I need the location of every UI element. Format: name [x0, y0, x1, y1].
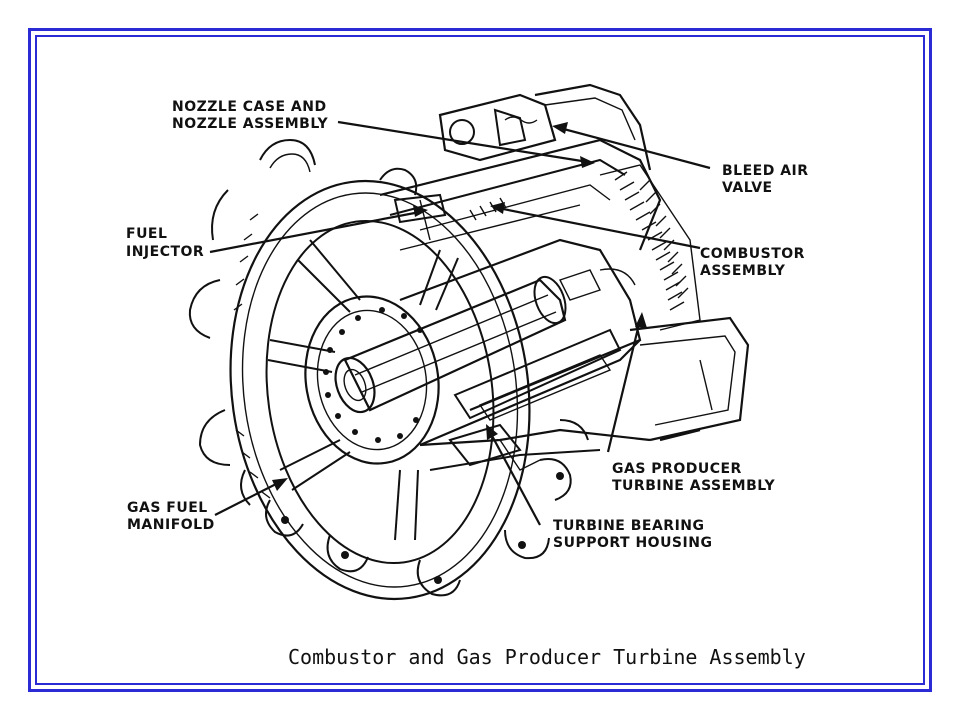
inner-frame [35, 35, 925, 685]
label-bleed-air-line1: BLEED AIR [722, 163, 809, 179]
label-nozzle-case-line2: NOZZLE ASSEMBLY [172, 116, 329, 132]
label-fuel-injector-line2: INJECTOR [126, 244, 204, 260]
label-combustor-line2: ASSEMBLY [700, 263, 786, 279]
leader-lines [209, 120, 711, 526]
label-nozzle-case-line1: NOZZLE CASE AND [172, 99, 327, 115]
label-fuel-injector-line1: FUEL [126, 226, 167, 242]
outer-frame [28, 28, 932, 692]
figure-caption: Combustor and Gas Producer Turbine Assem… [288, 645, 806, 669]
label-combustor-line1: COMBUSTOR [700, 246, 805, 262]
label-gas-producer-line2: TURBINE ASSEMBLY [612, 478, 776, 494]
label-bleed-air-line2: VALVE [722, 180, 773, 196]
callout-labels: NOZZLE CASE AND NOZZLE ASSEMBLY BLEED AI… [126, 99, 809, 551]
label-gas-fuel-line1: GAS FUEL [127, 500, 208, 516]
label-gas-producer-line1: GAS PRODUCER [612, 461, 742, 477]
label-turbine-bearing-line2: SUPPORT HOUSING [553, 535, 712, 551]
label-gas-fuel-line2: MANIFOLD [127, 517, 215, 533]
label-turbine-bearing-line1: TURBINE BEARING [553, 518, 705, 534]
engine-drawing [188, 83, 750, 601]
